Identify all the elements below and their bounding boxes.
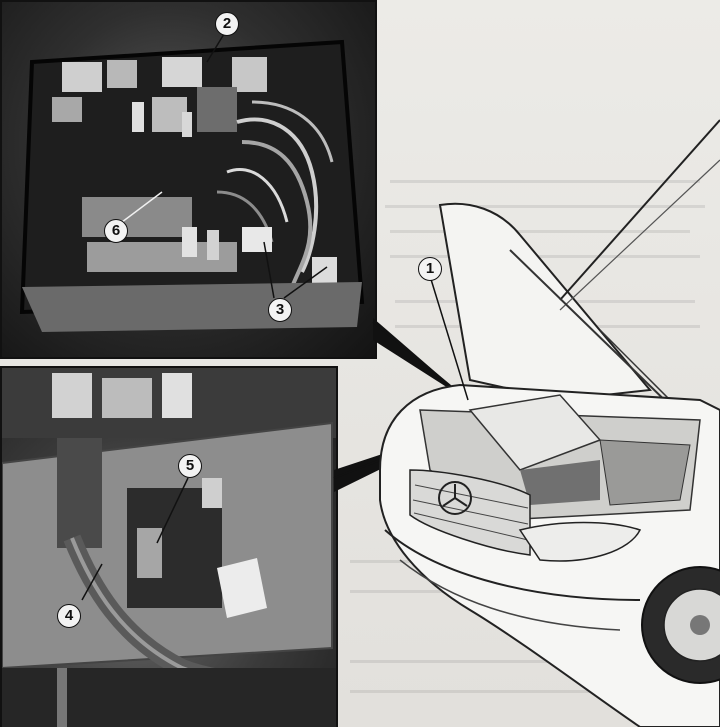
cable-mount-photo: 5 4 (0, 366, 338, 727)
bleed-through-text (390, 255, 700, 258)
callout-5: 5 (178, 454, 202, 478)
callout-1: 1 (418, 257, 442, 281)
cable-mount-illustration (2, 368, 336, 727)
bleed-through-text (390, 180, 700, 183)
callout-4: 4 (57, 604, 81, 628)
callout-2: 2 (215, 12, 239, 36)
bleed-through-text (390, 230, 690, 233)
bleed-through-text (350, 690, 650, 693)
bleed-through-text (385, 205, 705, 208)
callout-6: 6 (104, 219, 128, 243)
bleed-through-text (350, 660, 670, 663)
fuse-box-photo: 2 6 3 (0, 0, 377, 359)
callout-3: 3 (268, 298, 292, 322)
fuse-box-illustration (19, 33, 365, 332)
